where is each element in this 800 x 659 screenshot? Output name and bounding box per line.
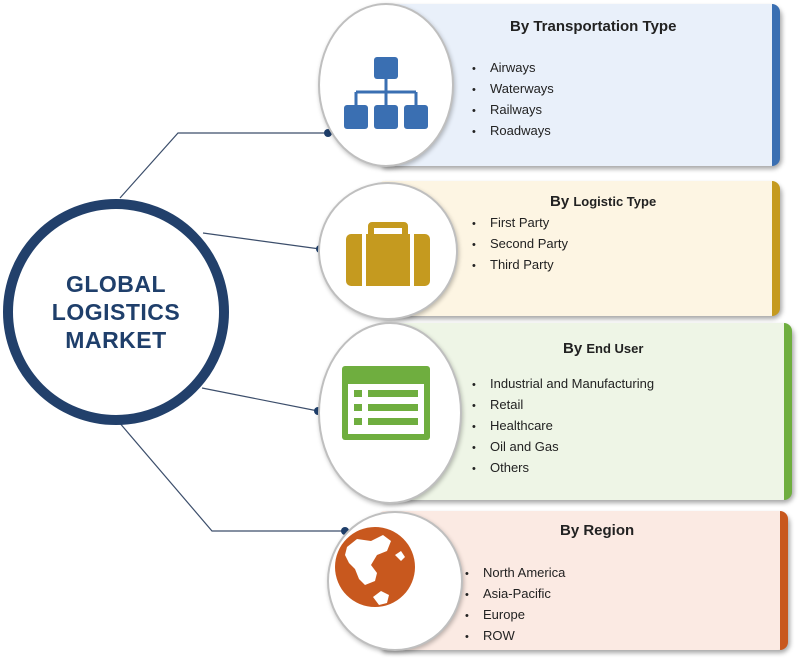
card-edge-logistic <box>772 181 780 316</box>
segment-title-region: By Region <box>560 522 635 539</box>
list-item: Third Party <box>472 255 568 276</box>
list-item: Railways <box>472 100 554 121</box>
list-item: Industrial and Manufacturing <box>472 374 654 395</box>
icon-circle-region <box>327 511 463 651</box>
segment-title-end-user-suffix: End User <box>586 341 644 356</box>
segment-list-transportation: Airways Waterways Railways Roadways <box>472 58 554 142</box>
icon-circle-logistic <box>318 182 458 320</box>
central-title-line-2: LOGISTICS <box>51 299 181 325</box>
briefcase-icon <box>346 222 430 286</box>
list-item: Retail <box>472 395 654 416</box>
segment-title-logistic: By Logistic Type <box>550 193 656 210</box>
list-item: Healthcare <box>472 416 654 437</box>
list-item: Europe <box>465 605 565 626</box>
connector-line-end-user <box>201 387 319 412</box>
connector-line-transportation <box>119 132 328 199</box>
segment-list-end-user: Industrial and Manufacturing Retail Heal… <box>472 374 654 479</box>
list-item: Roadways <box>472 121 554 142</box>
icon-circle-transportation <box>318 3 454 167</box>
segment-title-end-user: By End User <box>563 340 643 357</box>
list-item: Second Party <box>472 234 568 255</box>
list-item: North America <box>465 563 565 584</box>
card-edge-transportation <box>772 4 780 166</box>
segment-list-logistic: First Party Second Party Third Party <box>472 213 568 276</box>
segment-list-region: North America Asia-Pacific Europe ROW <box>465 563 565 647</box>
segment-title-logistic-prefix: By <box>550 193 570 210</box>
segment-title-transportation: By Transportation Type <box>510 18 677 35</box>
list-item: First Party <box>472 213 568 234</box>
central-title-line-1: GLOBAL <box>65 271 167 297</box>
list-item: Airways <box>472 58 554 79</box>
central-title-line-3: MARKET <box>65 327 167 353</box>
connector-line-region <box>117 420 345 532</box>
list-item: Oil and Gas <box>472 437 654 458</box>
list-item: Waterways <box>472 79 554 100</box>
segment-title-end-user-prefix: By <box>563 340 583 357</box>
card-edge-region <box>780 511 788 650</box>
segment-title-logistic-suffix: Logistic Type <box>573 194 657 209</box>
central-market-circle: GLOBAL LOGISTICS MARKET <box>3 199 229 425</box>
list-item: Others <box>472 458 654 479</box>
list-item: Asia-Pacific <box>465 584 565 605</box>
globe-icon <box>335 527 415 607</box>
segment-card-end-user: By End User Industrial and Manufacturing… <box>380 323 792 500</box>
card-edge-end-user <box>784 323 792 500</box>
icon-circle-end-user <box>318 322 462 504</box>
connector-line-logistic <box>202 232 321 250</box>
list-item: ROW <box>465 626 565 647</box>
hierarchy-icon <box>344 57 428 129</box>
list-window-icon <box>342 366 430 440</box>
